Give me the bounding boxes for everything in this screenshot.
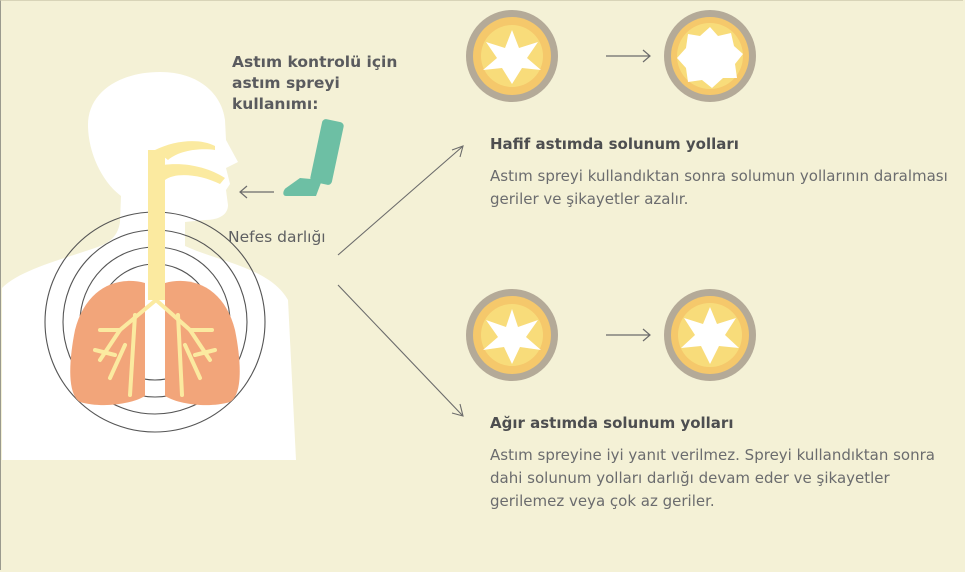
arrow-left-icon — [240, 186, 274, 198]
arrow-right-icon — [606, 329, 650, 341]
mild-asthma-description: Astım spreyi kullandıktan sonra solumun … — [490, 165, 960, 211]
inhaler-usage-title: Astım kontrolü için astım spreyi kullanı… — [232, 52, 412, 115]
shortness-of-breath-label: Nefes darlığı — [228, 228, 326, 246]
airway-severe-after — [664, 289, 756, 381]
severe-asthma-description: Astım spreyine iyi yanıt verilmez. Sprey… — [490, 444, 950, 513]
inhaler-icon — [283, 118, 344, 196]
airway-mild-after — [664, 10, 756, 102]
arrow-right-icon — [606, 50, 650, 62]
branch-line-mild — [338, 147, 462, 255]
severe-asthma-title: Ağır astımda solunum yolları — [490, 414, 733, 432]
branch-line-severe — [338, 285, 462, 415]
mild-asthma-title: Hafif astımda solunum yolları — [490, 135, 739, 153]
airway-mild-before — [466, 10, 558, 102]
airway-severe-before — [466, 289, 558, 381]
